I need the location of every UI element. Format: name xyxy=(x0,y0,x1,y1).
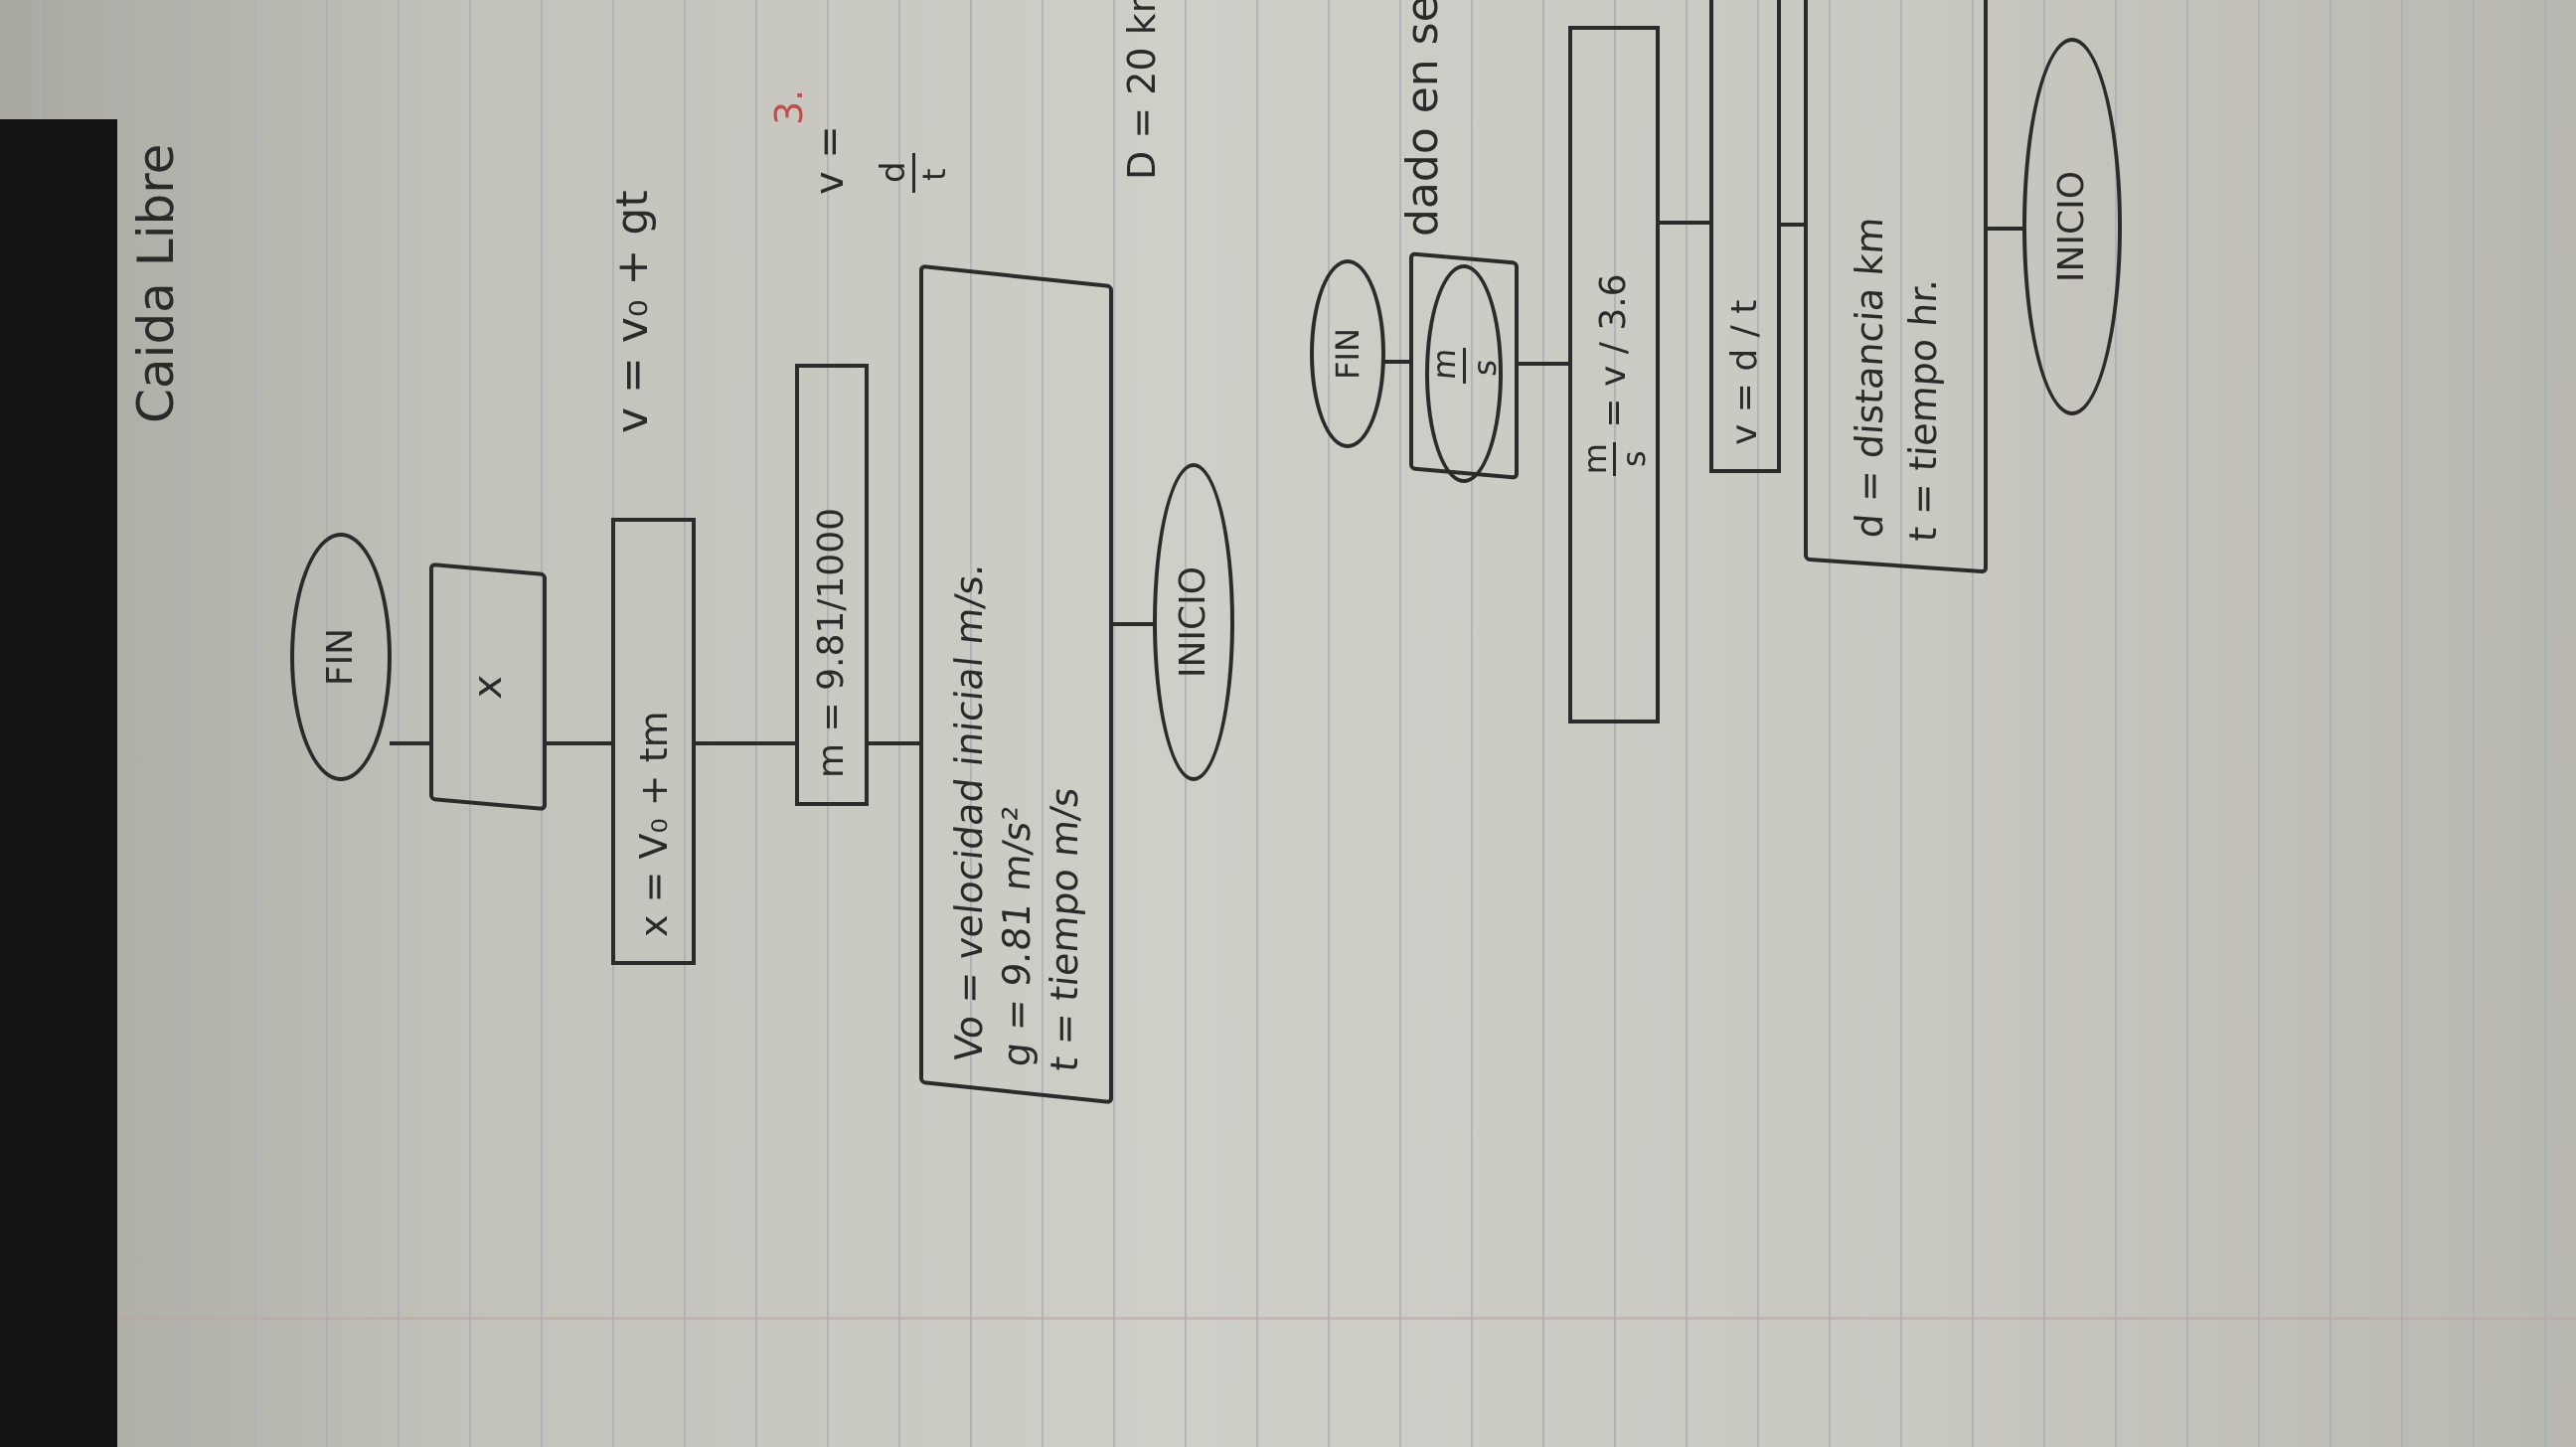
ruled-line xyxy=(1471,0,1473,1447)
spacer xyxy=(1431,326,1447,374)
connector xyxy=(696,741,797,745)
desk-shadow xyxy=(0,119,117,1447)
p3-end-terminal-placeholder xyxy=(1425,264,1503,483)
p4-output-box: x xyxy=(429,562,547,812)
problem-3-number: 3. xyxy=(767,88,811,125)
ruled-line xyxy=(2401,0,2403,1447)
p4-start-terminal: INICIO xyxy=(1153,463,1234,781)
p4-input-line-2: g = 9.81 m/s² xyxy=(994,804,1039,1069)
problem-3-formula-numerator: d xyxy=(874,161,913,183)
ruled-line xyxy=(1113,0,1115,1447)
ruled-line xyxy=(2258,0,2260,1447)
p3-input-line-1: d = distancia km xyxy=(1847,215,1891,540)
margin-line xyxy=(0,1317,2576,1320)
ruled-line xyxy=(1328,0,1330,1447)
ruled-line xyxy=(898,0,900,1447)
ruled-line xyxy=(1256,0,1258,1447)
p3-process-2-rhs: = v / 3.6 xyxy=(1593,273,1634,428)
p3-input-line-2: t = tiempo hr. xyxy=(1900,276,1945,544)
p4-process-2-label: x = V₀ + tm xyxy=(631,711,676,937)
p4-process-1: m = 9.81/1000 xyxy=(795,364,869,806)
connector xyxy=(1111,622,1153,626)
p4-input-box: Vo = velocidad inicial m/s. g = 9.81 m/s… xyxy=(919,263,1113,1105)
ruled-line xyxy=(1686,0,1688,1447)
p3-start-label: INICIO xyxy=(2051,170,2092,283)
connector xyxy=(545,741,612,745)
p4-end-terminal: FIN xyxy=(290,533,392,781)
p4-input-line-1: Vo = velocidad inicial m/s. xyxy=(946,561,991,1064)
ruled-line xyxy=(1542,0,1544,1447)
p3-process-2-den: s xyxy=(1614,450,1653,467)
ruled-line xyxy=(398,0,400,1447)
connector xyxy=(1383,360,1413,364)
p3-process-2-fraction: m s xyxy=(1575,441,1653,476)
ruled-line xyxy=(2544,0,2546,1447)
connector xyxy=(390,741,431,745)
connector xyxy=(1988,227,2025,231)
connector xyxy=(1779,223,1807,227)
p4-input-line-3: t = tiempo m/s xyxy=(1042,784,1086,1074)
problem-3-formula-denominator: t xyxy=(915,168,953,181)
ruled-line xyxy=(2186,0,2188,1447)
p4-process-1-label: m = 9.81/1000 xyxy=(811,507,852,778)
p3-end-terminal: FIN xyxy=(1310,259,1385,448)
ruled-line xyxy=(2473,0,2475,1447)
p4-output-label: x xyxy=(465,673,511,701)
connector xyxy=(868,741,921,745)
p4-process-2: x = V₀ + tm xyxy=(611,518,696,965)
p3-input-box: d = distancia km t = tiempo hr. xyxy=(1804,0,1988,574)
problem-3-given: D = 20 kms xyxy=(1120,0,1164,180)
p4-end-label: FIN xyxy=(320,627,361,687)
problem-4-title: Caida Libre xyxy=(127,143,185,423)
problem-3-note: dado en seg. xyxy=(1397,0,1448,237)
p3-process-2-num: m xyxy=(1575,443,1614,475)
connector xyxy=(1519,362,1570,366)
connector xyxy=(1658,221,1711,225)
p3-process-1: v = d / t xyxy=(1709,0,1781,473)
ruled-line xyxy=(755,0,757,1447)
ruled-line xyxy=(254,0,256,1447)
ruled-line xyxy=(2330,0,2332,1447)
problem-4-formula: v = v₀ + gt xyxy=(607,190,658,433)
p3-process-1-label: v = d / t xyxy=(1724,299,1765,445)
p3-process-2: m s = v / 3.6 xyxy=(1568,26,1660,724)
p4-start-label: INICIO xyxy=(1173,565,1213,679)
p3-end-label: FIN xyxy=(1329,328,1367,380)
p3-start-terminal: INICIO xyxy=(2022,38,2122,415)
problem-3-formula-lhs: v = xyxy=(807,125,853,195)
